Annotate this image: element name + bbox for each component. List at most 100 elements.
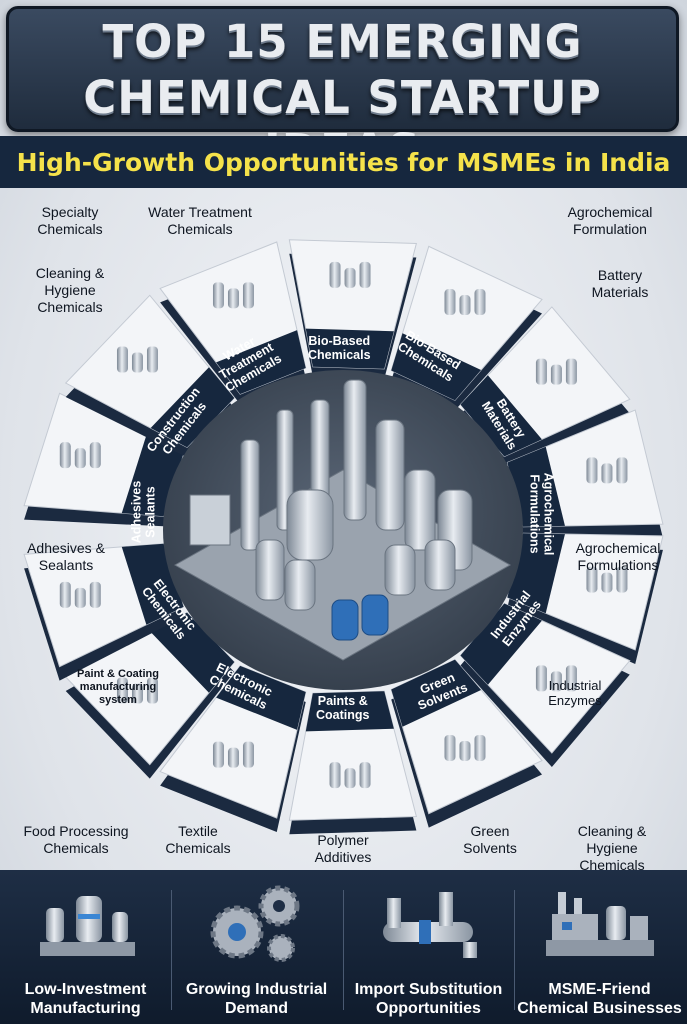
equipment-tank bbox=[59, 581, 71, 608]
caption-paint-system: Paint & Coating manufacturing system bbox=[77, 668, 159, 706]
segment-label-band bbox=[305, 328, 394, 369]
equipment-tank bbox=[116, 346, 128, 373]
equipment-tank bbox=[227, 747, 239, 768]
equipment-tank bbox=[329, 762, 341, 789]
benefit-msme-friendly: MSME-Frie​nd Chemical Businesses bbox=[514, 870, 685, 1024]
reactor-tank bbox=[375, 419, 405, 531]
segment-label-band bbox=[150, 367, 235, 448]
caption-water-treatment: Water Treatment Chemicals bbox=[148, 204, 252, 237]
chemical-plant-icon bbox=[546, 892, 654, 956]
equipment-tank bbox=[212, 741, 224, 768]
caption-adhesives-sealants: Adhesives & Sealants bbox=[27, 540, 105, 573]
equipment-tank bbox=[586, 457, 598, 484]
equipment-tank bbox=[89, 442, 101, 469]
tag-adhesives: Adhesives Sealants bbox=[129, 480, 158, 544]
blue-drum bbox=[331, 599, 359, 641]
equipment-tank bbox=[74, 448, 86, 469]
caption-green-solvents: Green Solvents bbox=[463, 823, 517, 856]
segment-label-band bbox=[216, 330, 306, 395]
caption-industrial-enzymes: Industrial Enzymes bbox=[548, 678, 602, 708]
equipment-tank bbox=[344, 768, 356, 789]
equipment-tank bbox=[131, 683, 143, 704]
equipment-tank bbox=[74, 587, 86, 608]
caption-battery-materials: Battery Materials bbox=[591, 267, 649, 300]
pipeline-icon bbox=[383, 892, 477, 958]
segment-label-band bbox=[507, 533, 565, 614]
equipment-tank bbox=[89, 581, 101, 608]
benefit-label: Growing Industrial Demand bbox=[185, 981, 328, 1017]
caption-food-processing: Food Processing Chemicals bbox=[23, 823, 129, 856]
benefit-import-substitution: Import Substitution Opportunities bbox=[343, 870, 514, 1024]
equipment-tank bbox=[444, 289, 456, 316]
divider bbox=[514, 890, 515, 1010]
caption-specialty: Specialty Chemicals bbox=[37, 204, 103, 237]
caption-polymer-additives: Polymer Additives bbox=[314, 832, 372, 865]
segment-label-band bbox=[305, 691, 394, 732]
equipment-tank bbox=[131, 352, 143, 373]
reactor-tank bbox=[240, 439, 260, 551]
equipment-tank bbox=[616, 457, 628, 484]
reactor-tank bbox=[255, 539, 285, 601]
blue-drum bbox=[361, 594, 389, 636]
tag-bio-based-1: Bio-Based Chemicals bbox=[308, 334, 371, 362]
equipment-tank bbox=[146, 677, 158, 704]
title-line-1: TOP 15 EMERGING bbox=[102, 15, 583, 68]
caption-agrochemical-formulations: Agrochemical Formulations bbox=[575, 540, 661, 573]
reactor-tank bbox=[284, 559, 316, 611]
benefit-label: Import Substitution Opportunities bbox=[354, 981, 503, 1017]
equipment-tank bbox=[146, 346, 158, 373]
tag-agrochemical: Agrochemical Formulations bbox=[527, 472, 556, 556]
equipment-tank bbox=[474, 289, 486, 316]
equipment-tank bbox=[242, 741, 254, 768]
segment-label-band bbox=[460, 375, 542, 457]
divider bbox=[171, 890, 172, 1010]
equipment-tank bbox=[535, 665, 547, 692]
factory-tanks-icon bbox=[40, 896, 135, 956]
benefit-label: Low-Investment Manufacturing bbox=[24, 981, 147, 1017]
equipment-tank bbox=[601, 572, 613, 593]
equipment-tank bbox=[329, 261, 341, 288]
equipment-tank bbox=[601, 463, 613, 484]
caption-textile: Textile Chemicals bbox=[165, 823, 231, 856]
caption-cleaning-hygiene-right: Cleaning & Hygiene Chemicals bbox=[577, 823, 647, 873]
subtitle-bar bbox=[0, 136, 687, 188]
equipment-tank bbox=[565, 358, 577, 385]
gears-icon bbox=[210, 885, 300, 962]
equipment-tank bbox=[444, 734, 456, 761]
caption-cleaning-hygiene: Cleaning & Hygiene Chemicals bbox=[35, 265, 105, 315]
equipment-tank bbox=[227, 288, 239, 309]
segment-label-band bbox=[150, 612, 235, 693]
subtitle: High-Growth Opportunities for MSMEs in I… bbox=[16, 148, 671, 177]
segment-label-band bbox=[391, 333, 482, 401]
reactor-tank bbox=[404, 469, 436, 551]
equipment-tank bbox=[459, 740, 471, 761]
segment-label-band bbox=[391, 659, 482, 727]
equipment-tank bbox=[459, 295, 471, 316]
equipment-tank bbox=[474, 734, 486, 761]
equipment-tank bbox=[212, 282, 224, 309]
equipment-tank bbox=[359, 261, 371, 288]
equipment-tank bbox=[242, 282, 254, 309]
divider bbox=[343, 890, 344, 1010]
equipment-tank bbox=[359, 762, 371, 789]
equipment-tank bbox=[616, 566, 628, 593]
caption-agrochemical-formulation: Agrochemical Formulation bbox=[567, 204, 653, 237]
ring-segments bbox=[23, 239, 664, 835]
central-chemical-plant bbox=[173, 379, 512, 661]
segment-label-band bbox=[216, 665, 306, 730]
reactor-tank bbox=[424, 539, 456, 591]
segment-label-band bbox=[460, 603, 542, 685]
benefit-label: MSME-Frie​nd Chemical Businesses bbox=[517, 981, 682, 1017]
equipment-tank bbox=[535, 358, 547, 385]
benefit-industrial-demand: Growing Industrial Demand bbox=[171, 870, 342, 1024]
tag-paints-coatings: Paints & Coatings bbox=[316, 694, 370, 722]
reactor-tank bbox=[384, 544, 416, 596]
reactor-tank bbox=[286, 489, 334, 561]
equipment-tank bbox=[586, 566, 598, 593]
equipment-tank bbox=[565, 665, 577, 692]
benefit-low-investment: Low-Investment Manufacturing bbox=[0, 870, 171, 1024]
equipment-tank bbox=[59, 442, 71, 469]
equipment-tank bbox=[116, 677, 128, 704]
